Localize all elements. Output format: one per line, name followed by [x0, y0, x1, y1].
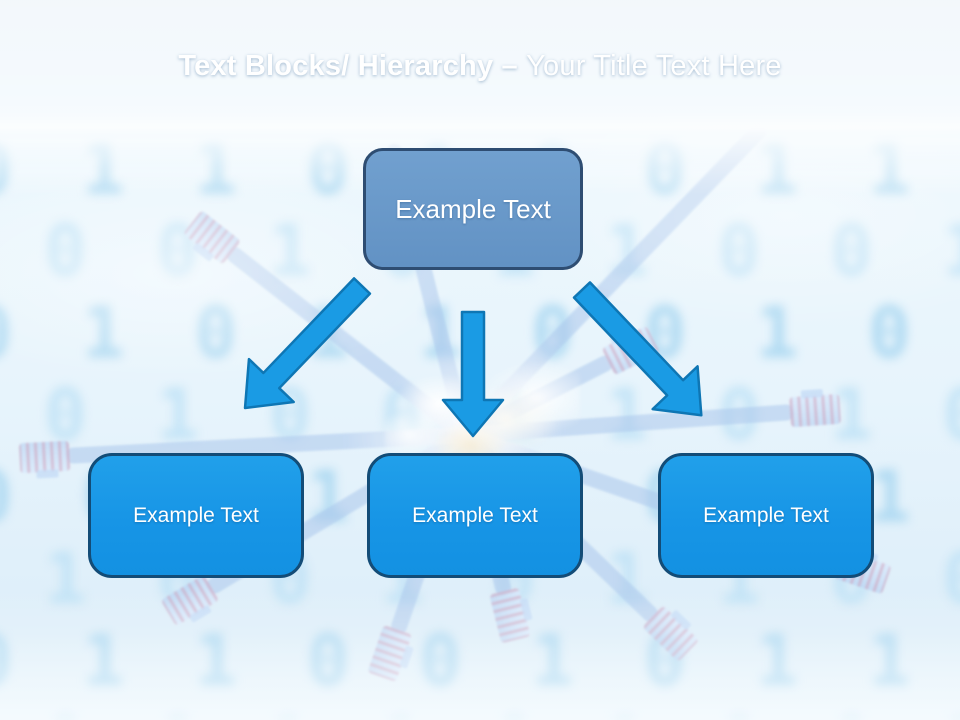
hierarchy-child-label: Example Text — [133, 503, 259, 527]
hierarchy-child-box-2[interactable]: Example Text — [367, 453, 583, 578]
slide-title-secondary: Your Title Text Here — [526, 50, 782, 82]
slide-title[interactable]: Text Blocks/ Hierarchy – Your Title Text… — [0, 50, 960, 83]
hierarchy-child-label: Example Text — [412, 503, 538, 527]
hierarchy-child-box-3[interactable]: Example Text — [658, 453, 874, 578]
slide-header: Text Blocks/ Hierarchy – Your Title Text… — [0, 0, 960, 130]
hierarchy-root-label: Example Text — [395, 193, 551, 224]
hierarchy-root-box[interactable]: Example Text — [363, 148, 583, 270]
hierarchy-child-box-1[interactable]: Example Text — [88, 453, 304, 578]
hierarchy-child-label: Example Text — [703, 503, 829, 527]
slide-title-emphasis: Text Blocks/ Hierarchy – — [178, 50, 518, 82]
